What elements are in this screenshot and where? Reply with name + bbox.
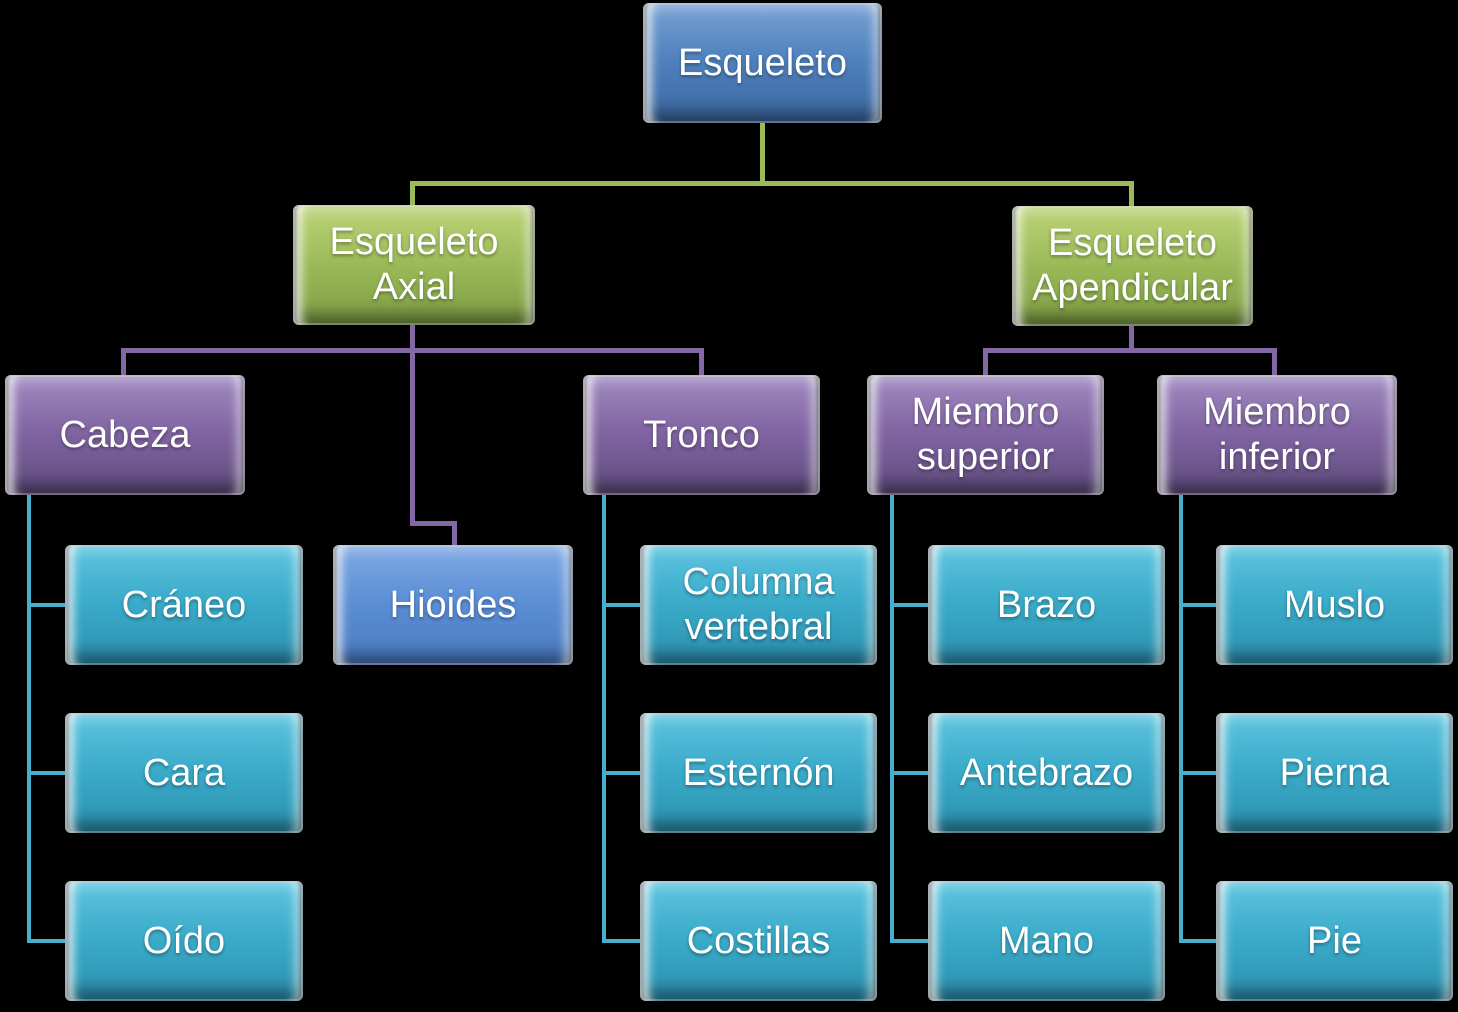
node-mano-label: Mano: [998, 919, 1095, 962]
connector-stub-antebrazo: [890, 771, 928, 775]
node-cara-label: Cara: [142, 751, 226, 794]
node-miembro-superior-label: Miembro superior: [911, 391, 1060, 478]
connector-stub-craneo: [27, 603, 65, 607]
node-esqueleto-apendicular-label: Esqueleto Apendicular: [1032, 222, 1233, 309]
node-esternon[interactable]: Esternón: [640, 713, 877, 833]
node-esqueleto-apendicular[interactable]: Esqueleto Apendicular: [1012, 206, 1253, 326]
connector-drop-hioides: [452, 521, 457, 547]
node-oido[interactable]: Oído: [65, 881, 303, 1001]
node-antebrazo[interactable]: Antebrazo: [928, 713, 1165, 833]
node-esqueleto-axial-label: Esqueleto Axial: [329, 221, 499, 308]
connector-axial-stem: [410, 325, 415, 526]
connector-esqueleto-stem: [760, 122, 765, 183]
connector-stub-pie: [1179, 939, 1216, 943]
connector-drop-miembro-inferior: [1272, 348, 1277, 377]
node-mano[interactable]: Mano: [928, 881, 1165, 1001]
node-costillas[interactable]: Costillas: [640, 881, 877, 1001]
connector-esqueleto-crossbar: [410, 181, 1134, 186]
connector-axial-crossbar: [121, 348, 704, 353]
node-miembro-inferior-label: Miembro inferior: [1203, 391, 1351, 478]
node-columna-vertebral-label: Columna vertebral: [682, 561, 835, 648]
connector-drop-esqueleto-axial: [410, 181, 415, 207]
node-hioides-label: Hioides: [389, 583, 517, 626]
node-tronco[interactable]: Tronco: [583, 375, 820, 495]
connector-apendicular-stem: [1129, 325, 1134, 353]
node-pierna[interactable]: Pierna: [1216, 713, 1453, 833]
connector-stub-columna-vertebral: [602, 603, 640, 607]
connector-stub-oido: [27, 939, 65, 943]
node-craneo[interactable]: Cráneo: [65, 545, 303, 665]
connector-stub-mano: [890, 939, 928, 943]
node-esqueleto[interactable]: Esqueleto: [643, 3, 882, 123]
connector-stub-costillas: [602, 939, 640, 943]
node-antebrazo-label: Antebrazo: [959, 751, 1134, 794]
node-brazo-label: Brazo: [996, 583, 1097, 626]
node-esqueleto-label: Esqueleto: [677, 41, 847, 84]
connector-stub-pierna: [1179, 771, 1216, 775]
node-miembro-inferior[interactable]: Miembro inferior: [1157, 375, 1397, 495]
connector-miembro-inferior-stem: [1179, 495, 1183, 943]
node-cabeza-label: Cabeza: [59, 413, 191, 456]
node-muslo[interactable]: Muslo: [1216, 545, 1453, 665]
node-pie[interactable]: Pie: [1216, 881, 1453, 1001]
connector-drop-esqueleto-apendicular: [1129, 181, 1134, 207]
node-hioides[interactable]: Hioides: [333, 545, 573, 665]
connector-drop-tronco: [699, 348, 704, 377]
node-costillas-label: Costillas: [686, 919, 831, 962]
node-pierna-label: Pierna: [1279, 751, 1390, 794]
connector-drop-miembro-superior: [983, 348, 988, 377]
node-craneo-label: Cráneo: [121, 583, 247, 626]
connector-miembro-superior-stem: [890, 495, 894, 943]
connector-stub-brazo: [890, 603, 928, 607]
connector-hioides-jog: [410, 521, 457, 526]
node-columna-vertebral[interactable]: Columna vertebral: [640, 545, 877, 665]
node-esqueleto-axial[interactable]: Esqueleto Axial: [293, 205, 535, 325]
node-cara[interactable]: Cara: [65, 713, 303, 833]
node-cabeza[interactable]: Cabeza: [5, 375, 245, 495]
node-muslo-label: Muslo: [1283, 583, 1386, 626]
connector-drop-cabeza: [121, 348, 126, 377]
node-miembro-superior[interactable]: Miembro superior: [867, 375, 1104, 495]
node-oido-label: Oído: [142, 919, 226, 962]
node-tronco-label: Tronco: [643, 413, 760, 456]
connector-stub-muslo: [1179, 603, 1216, 607]
connector-cabeza-stem: [27, 495, 31, 943]
node-esternon-label: Esternón: [682, 751, 835, 794]
connector-tronco-stem: [602, 495, 606, 943]
connector-stub-cara: [27, 771, 65, 775]
node-pie-label: Pie: [1307, 919, 1362, 962]
node-brazo[interactable]: Brazo: [928, 545, 1165, 665]
connector-stub-esternon: [602, 771, 640, 775]
connector-apendicular-crossbar: [983, 348, 1277, 353]
